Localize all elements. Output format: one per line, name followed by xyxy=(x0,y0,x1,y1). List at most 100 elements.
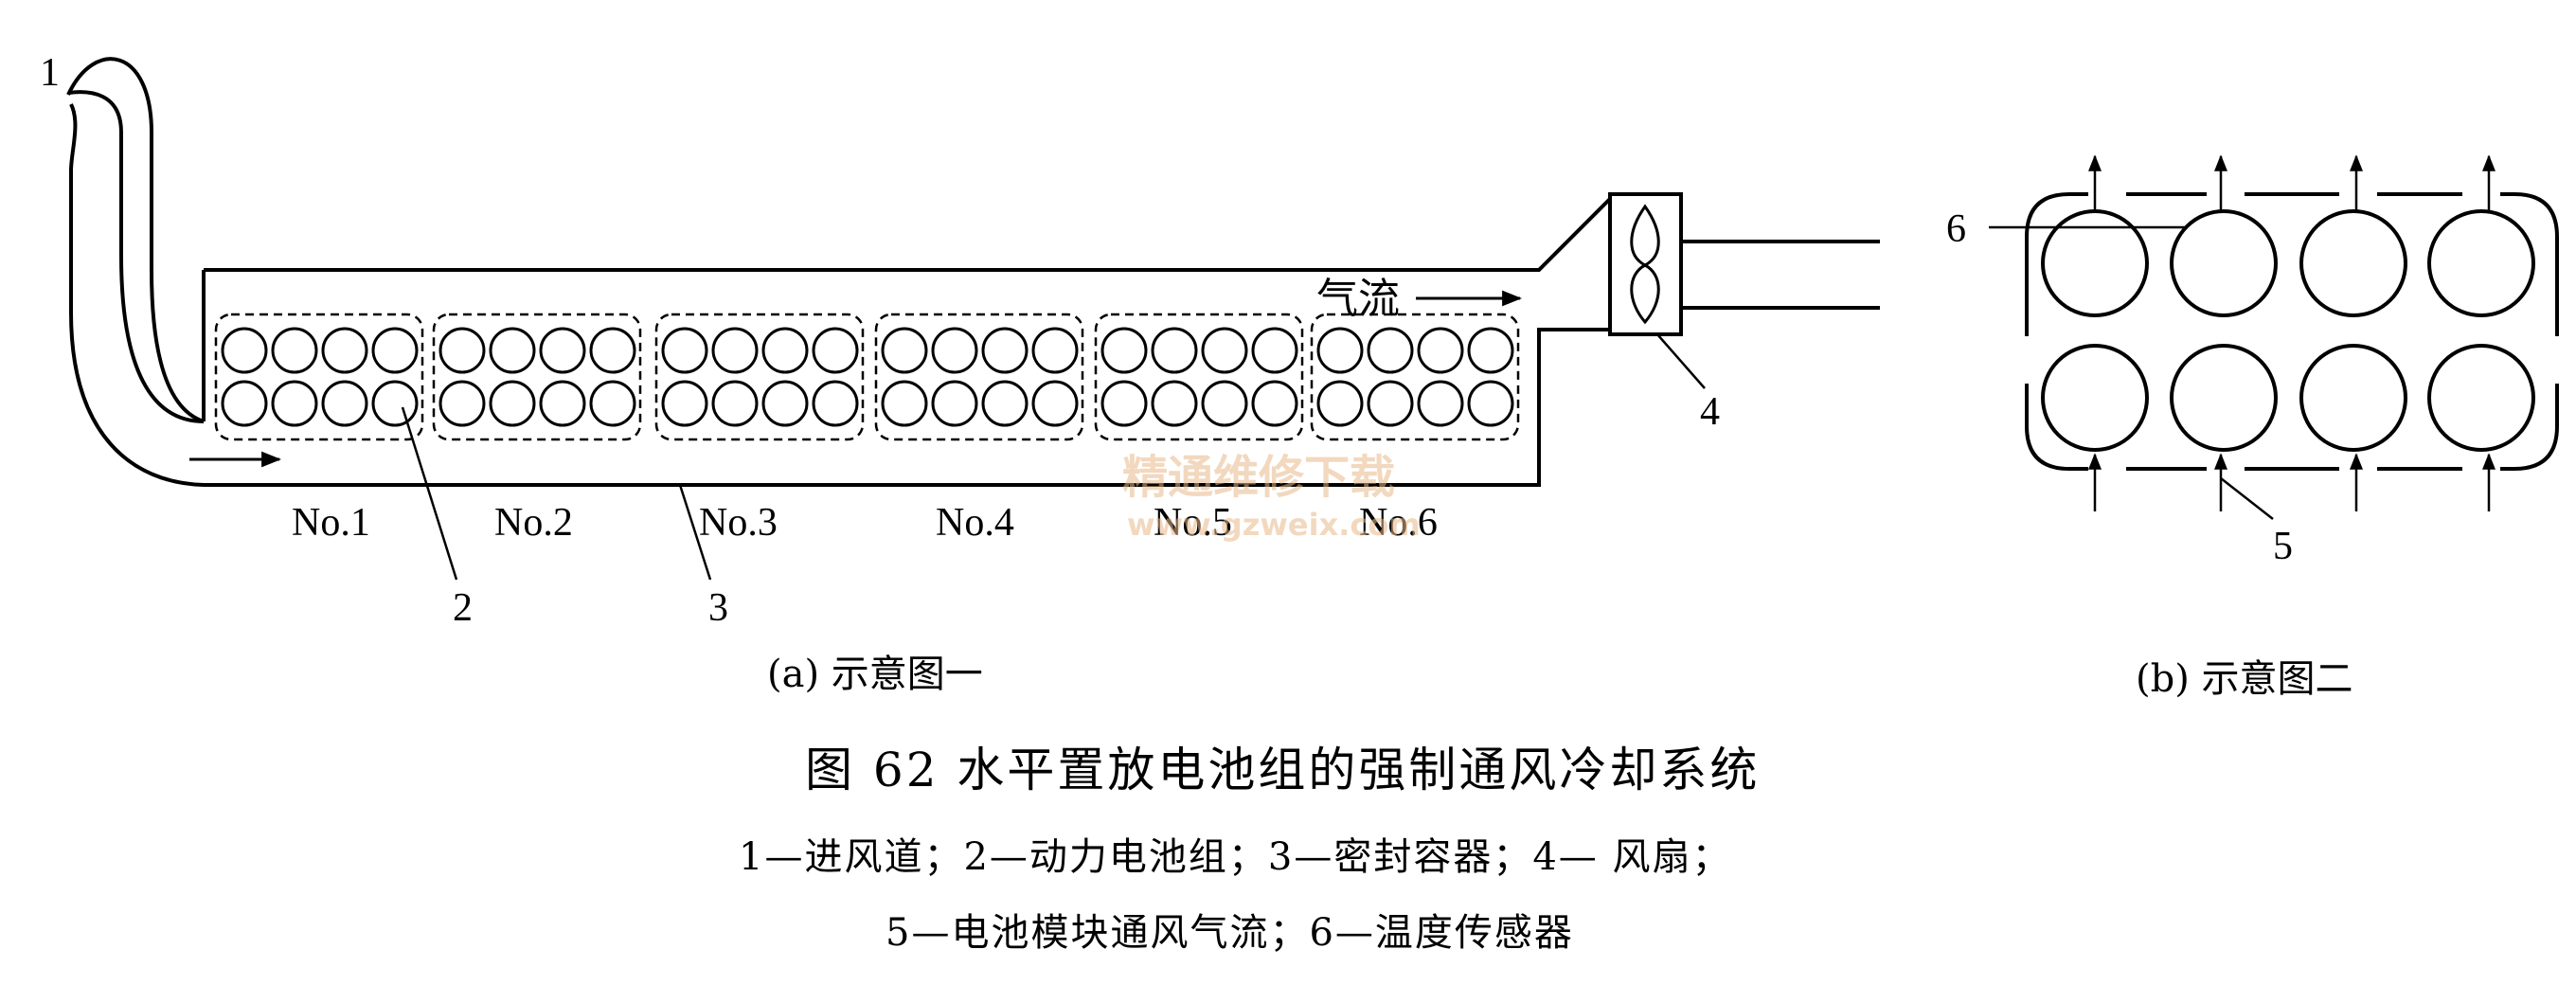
fan-housing xyxy=(1608,192,1683,336)
section-cell xyxy=(2427,209,2535,317)
battery-cell xyxy=(321,380,368,427)
battery-cell xyxy=(1251,380,1298,427)
battery-cell xyxy=(1151,380,1198,427)
fan-blade-upper xyxy=(1630,204,1660,267)
battery-cell xyxy=(589,327,636,374)
battery-cell xyxy=(1100,380,1148,427)
leader-lines xyxy=(401,225,2274,581)
section-cell xyxy=(2170,209,2278,317)
battery-cell xyxy=(1201,380,1248,427)
module-box-4 xyxy=(874,313,1084,441)
airflow-arrows xyxy=(189,290,1523,468)
battery-cell xyxy=(881,380,928,427)
leader-4 xyxy=(1656,333,1706,389)
battery-cell xyxy=(661,327,708,374)
battery-cell xyxy=(711,327,759,374)
battery-cell xyxy=(1251,327,1298,374)
callout-4: 4 xyxy=(1700,390,1720,434)
leader-2 xyxy=(401,406,458,581)
section-cell xyxy=(2427,344,2535,452)
module-label-6: No.6 xyxy=(1359,501,1438,545)
battery-cell xyxy=(761,327,809,374)
battery-cell xyxy=(1151,327,1198,374)
sub-caption-b: (b) 示意图二 xyxy=(2136,657,2353,701)
sealed-container-bottom xyxy=(204,328,1610,487)
battery-cell xyxy=(221,380,268,427)
battery-cell xyxy=(1467,380,1514,427)
battery-cell xyxy=(881,327,928,374)
module-box-3 xyxy=(654,313,865,441)
legend-line-2: 5—电池模块通风气流；6—温度传感器 xyxy=(886,911,1574,955)
battery-cell xyxy=(711,380,759,427)
intake-duct-outer xyxy=(67,90,205,423)
battery-cell xyxy=(1367,327,1414,374)
battery-cell xyxy=(321,327,368,374)
module-box-1 xyxy=(214,313,424,441)
module-casing-top xyxy=(2025,192,2559,336)
module-label-5: No.5 xyxy=(1154,501,1232,545)
figure-title: 图 62 水平置放电池组的强制通风冷却系统 xyxy=(805,743,1760,797)
battery-cell xyxy=(812,327,859,374)
section-cell xyxy=(2299,209,2407,317)
intake-duct-wall-a xyxy=(66,57,205,423)
leader-3 xyxy=(678,484,712,581)
module-casing-bottom xyxy=(2025,384,2559,471)
module-box-5 xyxy=(1094,313,1304,441)
battery-cell xyxy=(1467,327,1514,374)
battery-modules xyxy=(214,313,1520,441)
battery-cell xyxy=(1031,327,1079,374)
module-airflow-arrows xyxy=(2088,154,2496,511)
battery-cell xyxy=(371,327,419,374)
battery-cell xyxy=(438,327,486,374)
battery-cell xyxy=(761,380,809,427)
battery-cell xyxy=(1316,380,1364,427)
sub-caption-a: (a) 示意图一 xyxy=(767,653,983,696)
module-box-2 xyxy=(432,313,642,441)
callout-5: 5 xyxy=(2273,525,2293,568)
airflow-label: 气流 xyxy=(1316,275,1400,323)
callout-2: 2 xyxy=(453,586,473,630)
battery-cell xyxy=(489,380,536,427)
callout-6: 6 xyxy=(1946,207,1966,251)
battery-cell xyxy=(271,327,318,374)
watermark-line1: 精通维修下载 xyxy=(1122,451,1395,504)
callout-1: 1 xyxy=(40,51,60,95)
battery-cell xyxy=(539,327,586,374)
battery-cell xyxy=(489,327,536,374)
leader-5 xyxy=(2220,477,2274,520)
battery-cell xyxy=(271,380,318,427)
battery-cell xyxy=(661,380,708,427)
module-label-3: No.3 xyxy=(699,501,778,545)
module-labels: No.1 No.2 No.3 No.4 No.5 No.6 xyxy=(292,501,1438,545)
fan-blade-lower xyxy=(1630,263,1660,325)
battery-cell xyxy=(589,380,636,427)
module-label-2: No.2 xyxy=(494,501,573,545)
battery-cell xyxy=(1100,327,1148,374)
module-label-1: No.1 xyxy=(292,501,370,545)
battery-cell xyxy=(221,327,268,374)
module-label-4: No.4 xyxy=(936,501,1014,545)
watermark-line2: www.gzweix.com xyxy=(1127,507,1421,543)
battery-cell xyxy=(1316,327,1364,374)
battery-cell xyxy=(1031,380,1079,427)
battery-cell xyxy=(1417,380,1464,427)
battery-cell xyxy=(1367,380,1414,427)
cross-section-cells xyxy=(2041,209,2535,452)
battery-cell xyxy=(812,380,859,427)
section-cell xyxy=(2041,344,2149,452)
battery-cell xyxy=(1417,327,1464,374)
battery-cell xyxy=(981,380,1029,427)
battery-cell xyxy=(371,380,419,427)
module-box-6 xyxy=(1310,313,1520,441)
section-cell xyxy=(2299,344,2407,452)
battery-cell xyxy=(438,380,486,427)
battery-cell xyxy=(931,327,978,374)
battery-cell xyxy=(539,380,586,427)
section-cell xyxy=(2170,344,2278,452)
battery-cell xyxy=(981,327,1029,374)
battery-cell xyxy=(931,380,978,427)
legend-line-1: 1—进风道；2—动力电池组；3—密封容器；4— 风扇； xyxy=(739,835,1732,879)
intake-duct-wall-b xyxy=(69,103,205,487)
callout-3: 3 xyxy=(708,586,728,630)
